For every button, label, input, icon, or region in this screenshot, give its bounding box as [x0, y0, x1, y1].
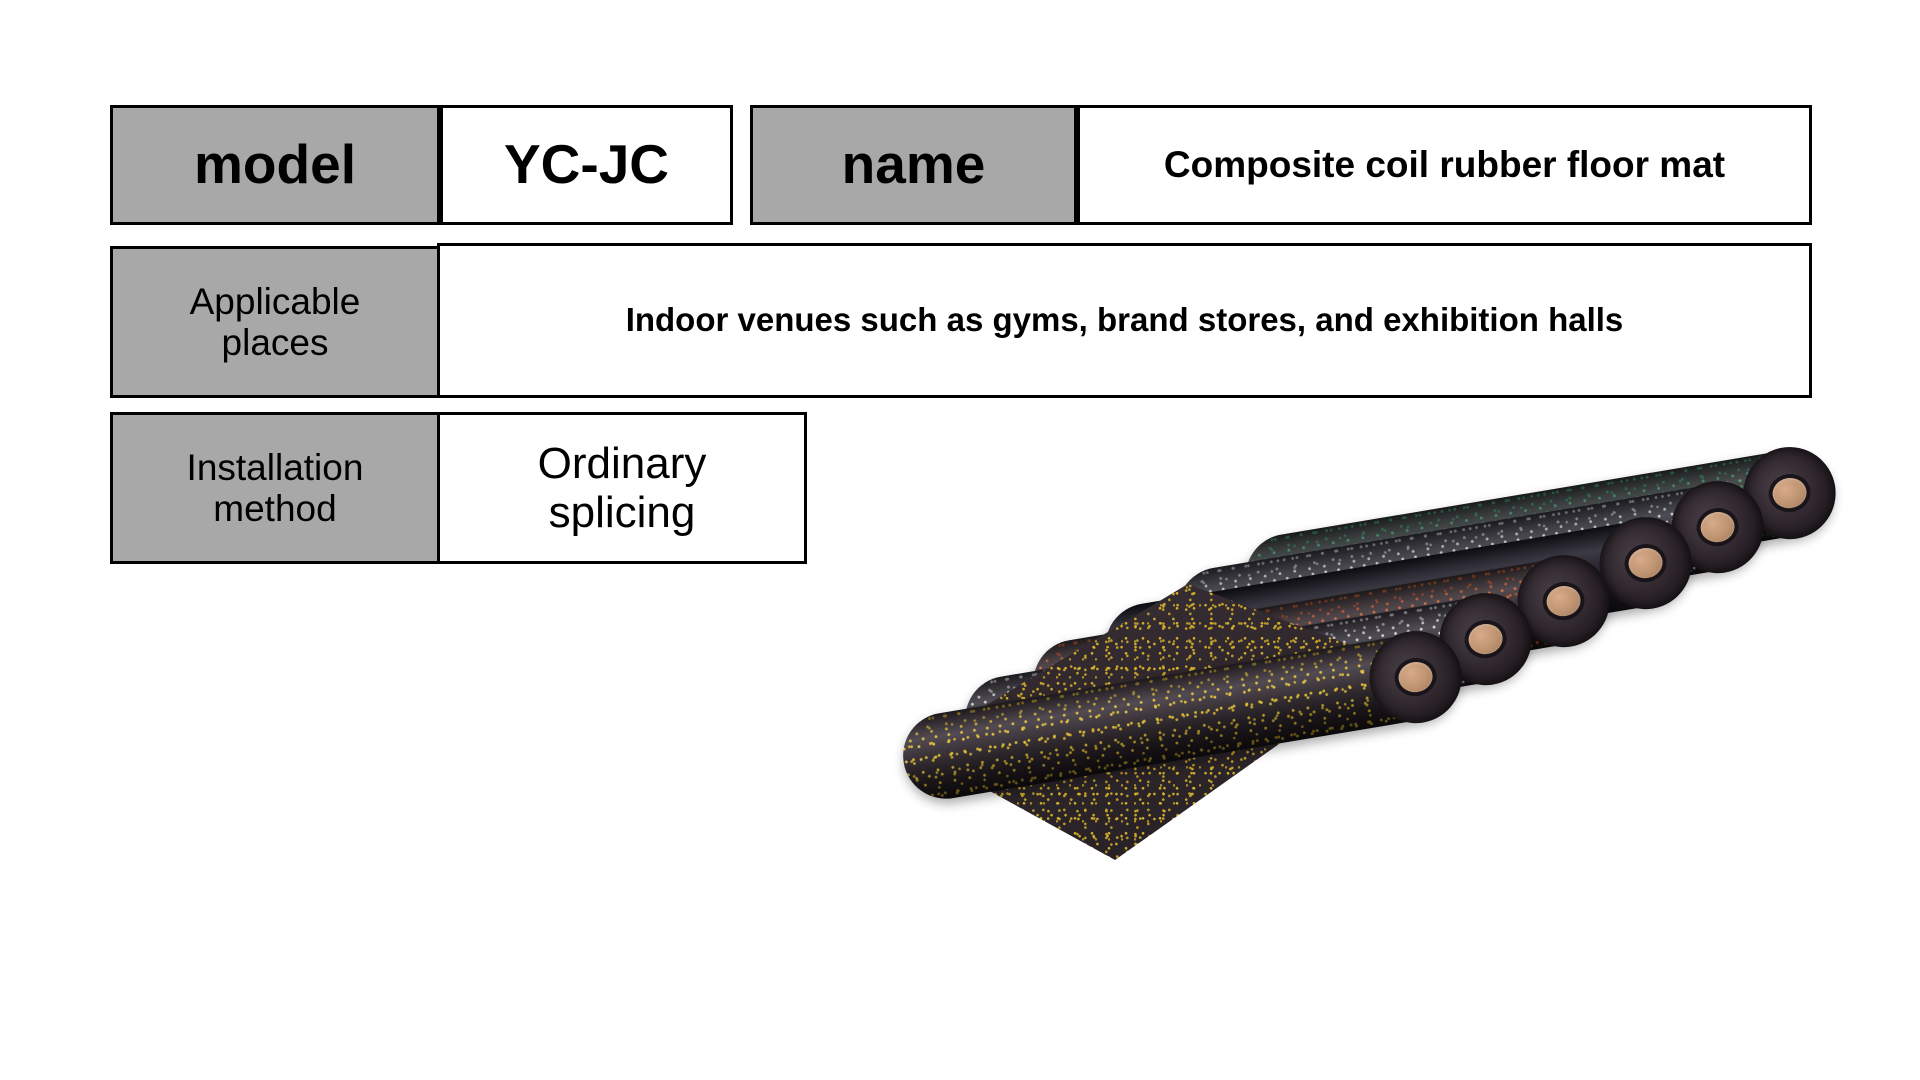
product-image-stage [840, 440, 1900, 885]
roll-core-yellow [1396, 659, 1435, 695]
product-image-rubber-rolls [840, 440, 1900, 885]
roll-core-green [1770, 475, 1809, 511]
spec-value-name: Composite coil rubber floor mat [1077, 105, 1812, 225]
spec-value-applicable-places: Indoor venues such as gyms, brand stores… [437, 243, 1812, 398]
spec-label-model: model [110, 105, 440, 225]
roll-core-white [1466, 621, 1505, 657]
spec-label-name: name [750, 105, 1077, 225]
spec-label-applicable-places: Applicable places [110, 246, 440, 398]
roll-core-blue [1626, 545, 1665, 581]
roll-core-red [1544, 583, 1583, 619]
spec-label-installation-method: Installation method [110, 412, 440, 564]
roll-core-grey [1698, 509, 1737, 545]
spec-value-installation-method: Ordinary splicing [437, 412, 807, 564]
spec-value-model: YC-JC [440, 105, 733, 225]
